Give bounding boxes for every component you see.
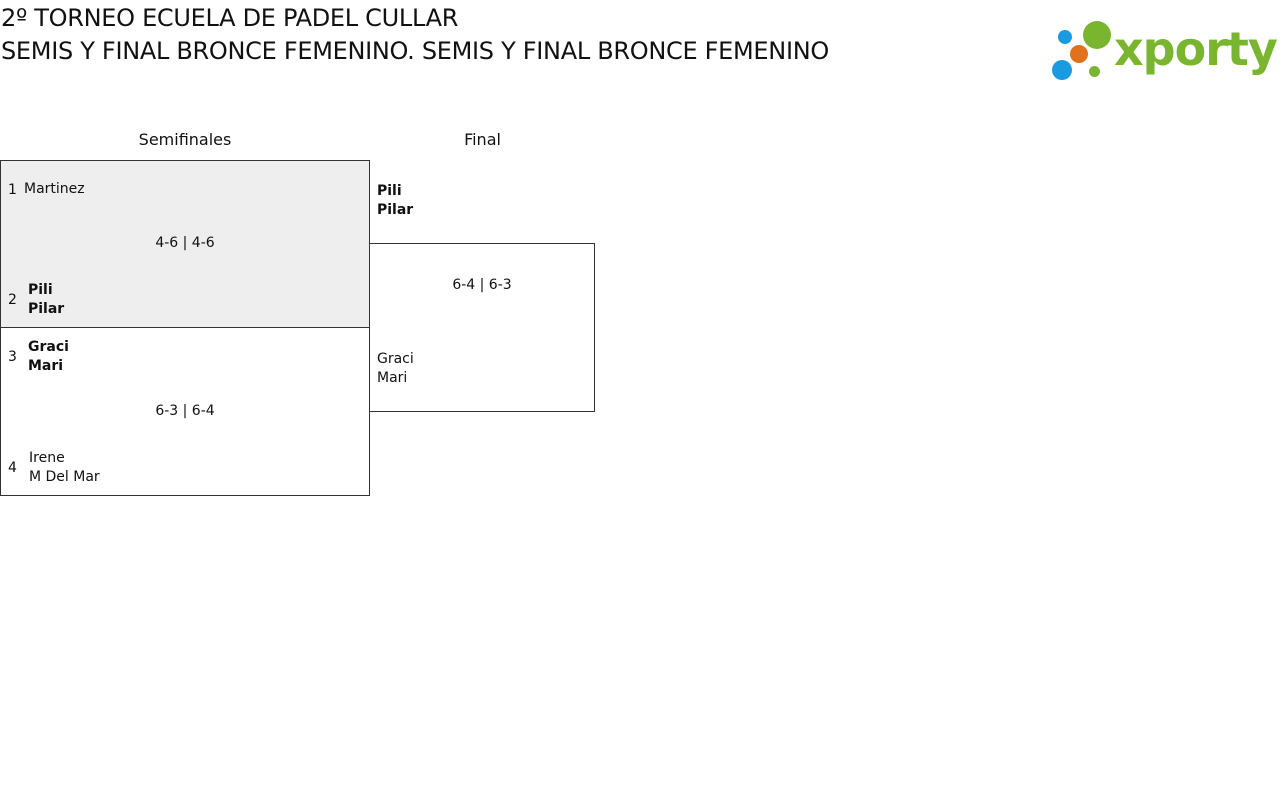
team-names: Martinez (24, 180, 85, 199)
final-team-1: Pili Pilar (377, 182, 413, 220)
player-name: Martinez (24, 181, 85, 197)
seed-number: 3 (8, 349, 17, 365)
match-score: 6-4 | 6-3 (452, 277, 512, 293)
team-names-winner: Graci Mari (28, 338, 69, 376)
player-name: Irene (29, 450, 65, 466)
match-score: 4-6 | 4-6 (155, 235, 215, 251)
xporty-logo[interactable]: xporty (1052, 20, 1278, 82)
player-name: Mari (28, 358, 64, 374)
logo-dot-orange-icon (1070, 45, 1088, 63)
team-row: 3 Graci Mari (1, 338, 69, 376)
team-row: 4 Irene M Del Mar (1, 449, 100, 487)
seed-number: 4 (8, 460, 17, 476)
team-names: Irene M Del Mar (29, 449, 100, 487)
logo-dot-green-small-icon (1089, 66, 1100, 77)
team-row: 2 Pili Pilar (1, 281, 64, 319)
logo-dot-green-large-icon (1083, 21, 1111, 49)
title-line-2: SEMIS Y FINAL BRONCE FEMENINO. SEMIS Y F… (1, 37, 829, 65)
round-title-semifinals: Semifinales (138, 130, 232, 149)
page-title: 2º TORNEO ECUELA DE PADEL CULLAR SEMIS Y… (1, 2, 861, 68)
player-name: Pilar (377, 202, 414, 218)
logo-dot-blue-top-icon (1058, 30, 1072, 44)
player-name: M Del Mar (29, 469, 100, 485)
final-team-2: Graci Mari (377, 350, 414, 388)
logo-dot-blue-bottom-icon (1052, 60, 1072, 80)
player-name: Pili (28, 282, 53, 298)
player-name: Pilar (28, 301, 65, 317)
seed-number: 1 (8, 181, 17, 198)
semifinal-match-2[interactable]: 3 Graci Mari 6-3 | 6-4 4 Irene M Del Mar (0, 327, 370, 496)
seed-number: 2 (8, 292, 17, 308)
team-row: 1 Martinez (1, 180, 85, 199)
player-name: Pili (377, 183, 402, 199)
team-names-winner: Pili Pilar (28, 281, 64, 319)
player-name: Graci (377, 351, 414, 367)
player-name: Mari (377, 370, 408, 386)
title-line-1: 2º TORNEO ECUELA DE PADEL CULLAR (1, 4, 459, 32)
logo-text: xporty (1114, 22, 1278, 76)
final-match[interactable]: 6-4 | 6-3 (369, 243, 595, 412)
round-title-final: Final (464, 130, 501, 149)
semifinal-match-1[interactable]: 1 Martinez 4-6 | 4-6 2 Pili Pilar (0, 160, 370, 328)
player-name: Graci (28, 339, 69, 355)
match-score: 6-3 | 6-4 (155, 403, 215, 419)
